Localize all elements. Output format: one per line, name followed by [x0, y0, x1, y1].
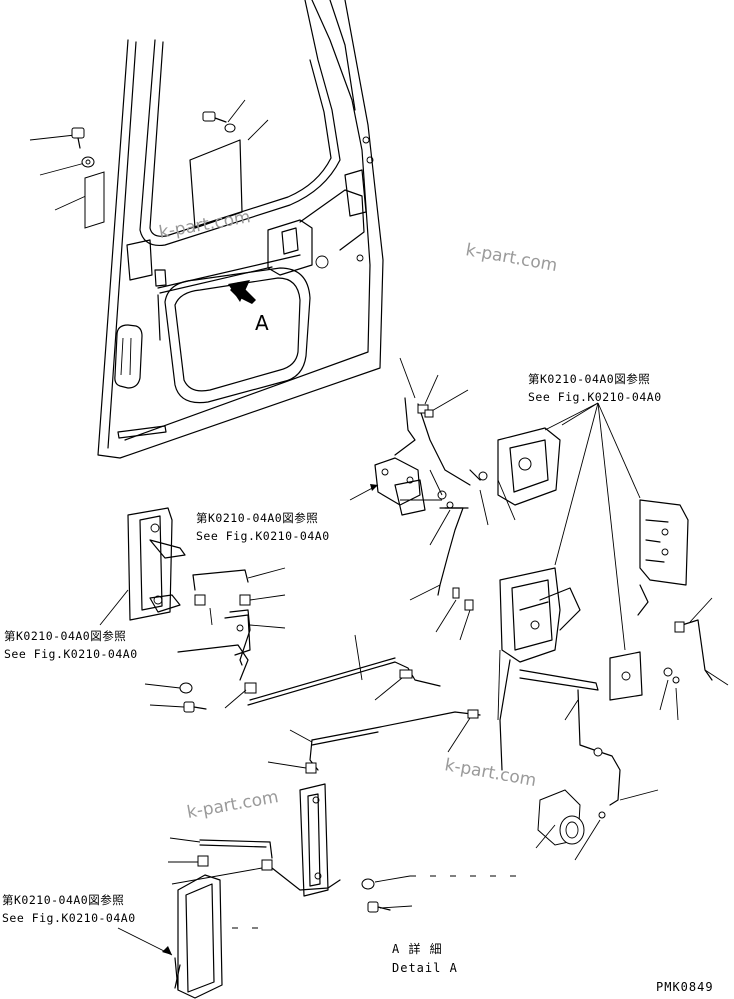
washer-icon: [81, 156, 95, 168]
reference-jp: 第K0210-04A0図参照: [528, 372, 650, 386]
detail-a-caption-en: Detail A: [392, 961, 458, 975]
bolt-icon: [367, 901, 391, 913]
reference-en: See Fig.K0210-04A0: [2, 911, 136, 925]
cylinder-lock-icon: [537, 789, 585, 846]
bolt-icon: [202, 111, 227, 123]
watermark: k-part.com: [464, 240, 559, 276]
watermark: k-part.com: [157, 207, 252, 243]
reference-jp: 第K0210-04A0図参照: [196, 511, 318, 525]
bolt-icon: [71, 127, 85, 149]
reference-en: See Fig.K0210-04A0: [4, 647, 138, 661]
drawing-code: PMK0849: [656, 980, 714, 994]
washer-icon: [224, 123, 236, 133]
callout-a-label: A: [255, 311, 269, 335]
reference-en: See Fig.K0210-04A0: [196, 529, 330, 543]
reference-callout-top-right: 第K0210-04A0図参照 See Fig.K0210-04A0: [528, 372, 662, 404]
detail-a-assembly: [99, 357, 729, 999]
reference-callout-bottom-left: 第K0210-04A0図参照 See Fig.K0210-04A0: [2, 893, 136, 925]
reference-jp: 第K0210-04A0図参照: [4, 629, 126, 643]
bolt-icon: [183, 701, 207, 713]
plate-icon: [84, 171, 105, 229]
reference-en: See Fig.K0210-04A0: [528, 390, 662, 404]
reference-callout-middle: 第K0210-04A0図参照 See Fig.K0210-04A0: [196, 511, 330, 543]
detail-a-caption-jp: A 詳 細: [392, 941, 443, 956]
reference-jp: 第K0210-04A0図参照: [2, 893, 124, 907]
watermark: k-part.com: [443, 755, 538, 791]
reference-callout-left: 第K0210-04A0図参照 See Fig.K0210-04A0: [4, 629, 138, 661]
cab-door-panel: A: [29, 0, 384, 459]
watermark: k-part.com: [185, 787, 280, 823]
